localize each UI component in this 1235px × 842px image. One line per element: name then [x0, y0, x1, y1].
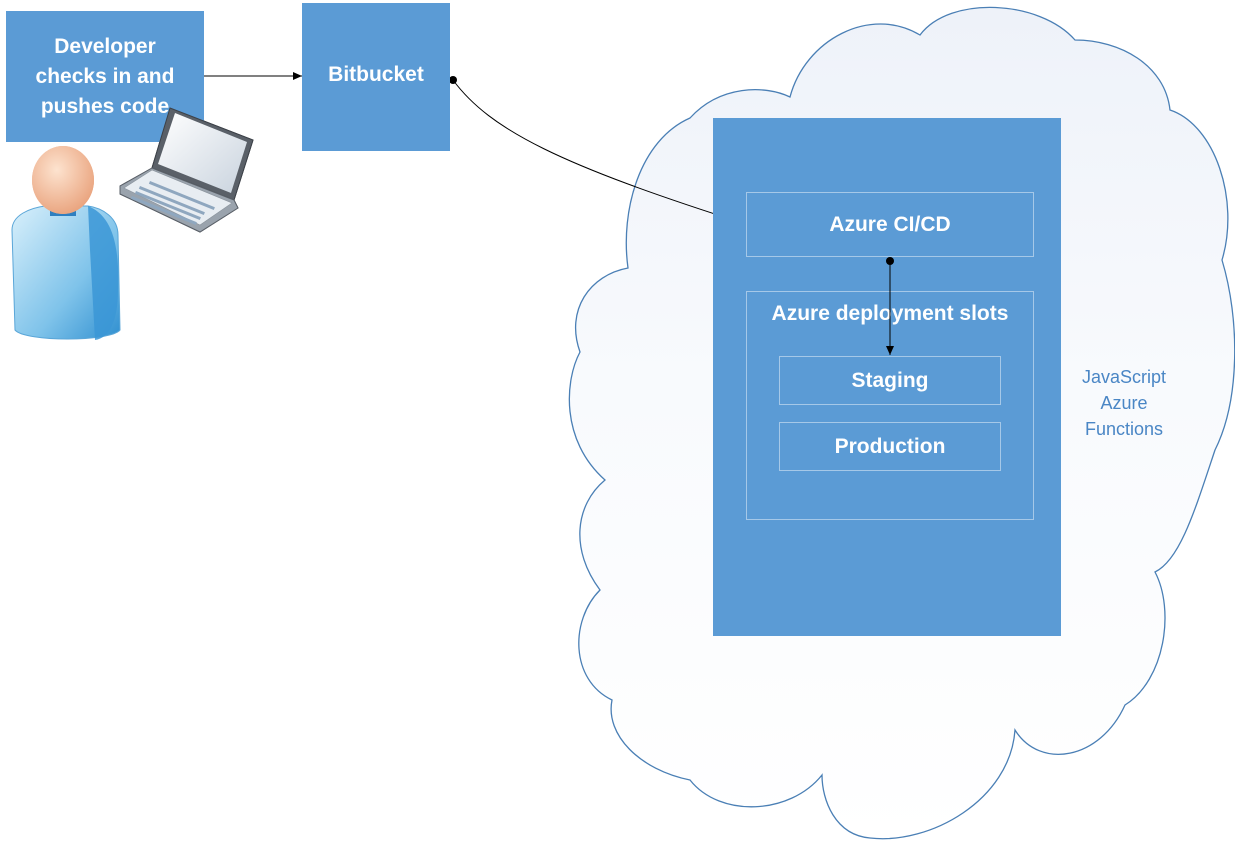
cloud-label: JavaScript Azure Functions	[1070, 364, 1178, 442]
bitbucket-box: Bitbucket	[302, 3, 450, 151]
cloud-label-line-2: Azure	[1100, 393, 1148, 413]
cloud-label-line-3: Functions	[1084, 419, 1164, 439]
staging-label: Staging	[851, 368, 929, 392]
developer-label-line-1: Developer	[54, 34, 156, 58]
person-head-icon	[32, 146, 94, 214]
cloud-label-line-1: JavaScript	[1081, 367, 1167, 387]
azure-container	[713, 118, 1061, 636]
staging-slot: Staging	[779, 356, 1001, 405]
arrow-bitbucket-to-cicd	[452, 79, 747, 226]
azure-cicd-label: Azure CI/CD	[829, 212, 951, 236]
bitbucket-label: Bitbucket	[328, 63, 424, 86]
production-label: Production	[834, 434, 946, 458]
developer-label-line-2: checks in and	[35, 64, 175, 88]
developer-label-line-3: pushes code	[40, 94, 170, 118]
laptop-icon	[119, 107, 254, 233]
azure-cicd-box: Azure CI/CD	[746, 192, 1034, 257]
production-slot: Production	[779, 422, 1001, 471]
